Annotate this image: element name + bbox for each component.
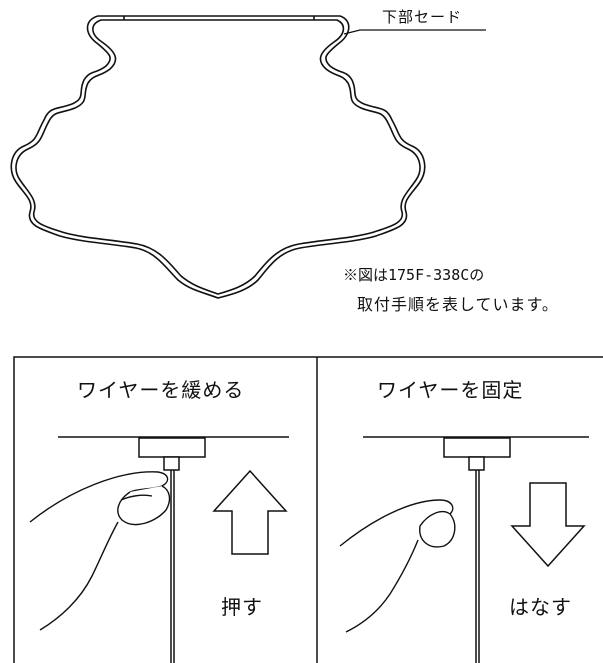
action-label-release: はなす bbox=[509, 595, 572, 619]
arrow-down-icon bbox=[510, 482, 586, 568]
left-hand-pushing bbox=[29, 471, 171, 631]
action-label-push: 押す bbox=[221, 595, 263, 619]
shade-label-leader bbox=[343, 29, 486, 35]
shade-label: 下部セード bbox=[382, 8, 463, 26]
note-line-1: ※図は175F-338Cの bbox=[343, 266, 485, 284]
right-hand-released bbox=[339, 499, 456, 633]
left-gripper-fitting bbox=[138, 437, 206, 663]
lower-shade-outline bbox=[10, 15, 426, 299]
panel-title-fix: ワイヤーを固定 bbox=[377, 378, 524, 402]
right-gripper-fitting bbox=[443, 437, 511, 663]
panel-title-loosen: ワイヤーを緩める bbox=[77, 378, 245, 402]
instruction-panels-frame bbox=[13, 356, 603, 663]
arrow-up-icon bbox=[212, 469, 288, 555]
note-line-2: 取付手順を表しています。 bbox=[357, 295, 559, 314]
